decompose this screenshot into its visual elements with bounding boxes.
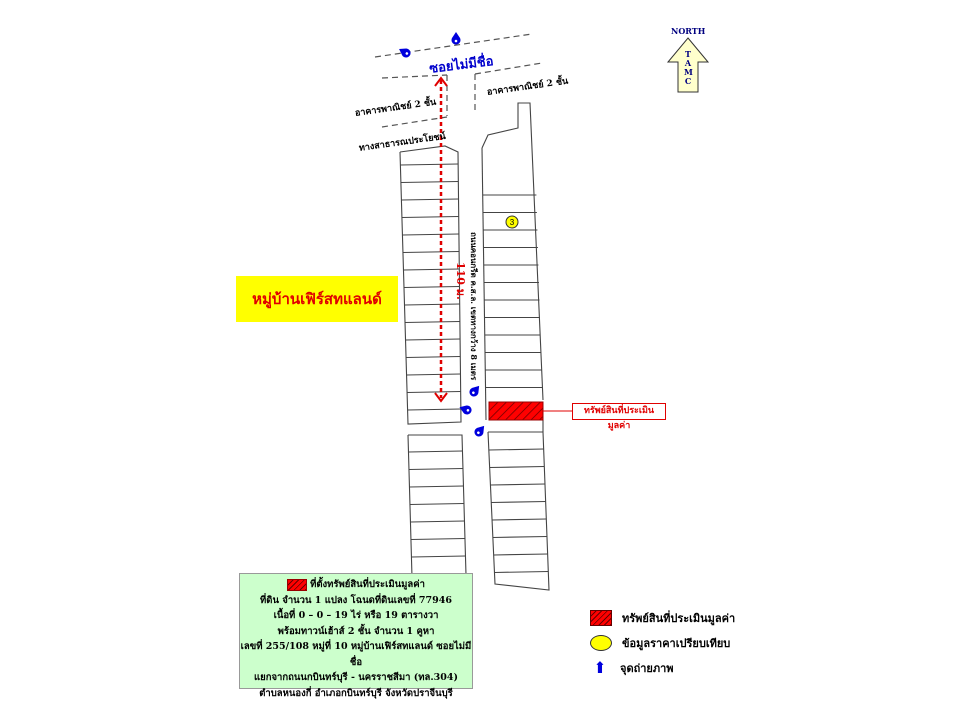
lot-outlines <box>399 102 550 591</box>
info-line: เนื้อที่ 0 – 0 – 19 ไร่ หรือ 19 ตารางวา <box>273 610 439 621</box>
lot-divider <box>404 303 460 306</box>
legend-item-comparable: ข้อมูลราคาเปรียบเทียบ <box>590 630 735 655</box>
property-info-box: ที่ตั้งทรัพย์สินที่ประเมินมูลค่า ที่ดิน … <box>239 573 473 699</box>
lot-divider <box>400 163 459 166</box>
info-line: แยกจากถนนกบินทร์บุรี - นครราชสีมา (ทล.30… <box>254 672 458 683</box>
lot-divider <box>410 520 465 523</box>
camera-point-icon[interactable] <box>458 403 473 416</box>
info-title: ที่ตั้งทรัพย์สินที่ประเมินมูลค่า <box>310 579 425 590</box>
info-line: ที่ดิน จำนวน 1 แปลง โฉนดที่ดินเลขที่ 779… <box>260 594 452 606</box>
lot-divider <box>403 268 460 271</box>
lot-divider <box>406 355 461 359</box>
lot-divider <box>489 465 545 469</box>
legend-item-subject: ทรัพย์สินที่ประเมินมูลค่า <box>590 605 735 630</box>
subject-hatch-icon <box>287 578 308 591</box>
lot-divider <box>402 250 460 254</box>
internal-road-label: ถนนคอนกรีต ค.ส.ล. เขตทางกว้าง 8 เมตร <box>469 232 479 381</box>
lot-divider <box>492 535 548 539</box>
village-banner: หมู่บ้านเฟิร์สทแลนด์ <box>236 276 398 322</box>
info-line: ตำบลหนองกี่ อำเภอกบินทร์บุรี จังหวัดปราจ… <box>259 687 453 699</box>
yellow-circle-icon <box>590 634 612 651</box>
camera-point-icon[interactable] <box>397 45 412 59</box>
lot-divider <box>408 467 463 471</box>
camera-point-icon[interactable] <box>473 423 488 438</box>
lot-divider <box>491 500 546 504</box>
north-label: NORTH <box>671 26 706 36</box>
lot-divider <box>405 320 460 324</box>
lot-divider <box>494 570 549 574</box>
info-line: พร้อมทาวน์เฮ้าส์ 2 ชั้น จำนวน 1 คูหา <box>277 625 435 637</box>
lot-divider <box>410 537 465 541</box>
lot-divider <box>407 408 461 411</box>
lot-divider <box>401 215 459 219</box>
lot-divider <box>490 483 546 486</box>
subject-hatch-icon <box>590 609 612 626</box>
legend: ทรัพย์สินที่ประเมินมูลค่า ข้อมูลราคาเปรี… <box>590 605 735 680</box>
comparable-marker[interactable]: 3 <box>505 215 519 229</box>
lot-divider <box>401 198 459 201</box>
lot-divider <box>488 448 544 451</box>
camera-point-icon[interactable] <box>451 32 461 45</box>
arrowhead-bottom-icon <box>434 392 448 403</box>
distance-label: 110 ม. <box>454 262 467 300</box>
lot-divider <box>400 180 459 184</box>
dashed-boundaries <box>374 33 543 128</box>
lot-divider <box>405 338 461 341</box>
legend-item-photo: ⬆จุดถ่ายภาพ <box>590 655 735 680</box>
lot-divider <box>411 555 466 558</box>
info-line: เลขที่ 255/108 หมู่ที่ 10 หมู่บ้านเฟิร์ส… <box>240 641 472 668</box>
camera-point-icon[interactable] <box>468 383 483 398</box>
subject-parcel[interactable] <box>488 401 544 421</box>
blue-arrow-icon: ⬆ <box>593 658 607 677</box>
lot-divider <box>492 518 547 521</box>
north-arrow-icon <box>666 37 710 93</box>
lot-divider <box>408 450 463 453</box>
subject-callout: ทรัพย์สินที่ประเมินมูลค่า <box>572 403 666 431</box>
lot-divider <box>409 502 464 506</box>
lot-divider <box>406 373 461 376</box>
lot-divider <box>407 390 461 394</box>
arrowhead-top-icon <box>434 76 448 87</box>
lot-divider <box>402 233 459 236</box>
svg-text:3: 3 <box>510 218 515 227</box>
lot-divider <box>404 285 460 289</box>
lot-divider <box>409 485 464 488</box>
lot-divider <box>493 553 548 556</box>
